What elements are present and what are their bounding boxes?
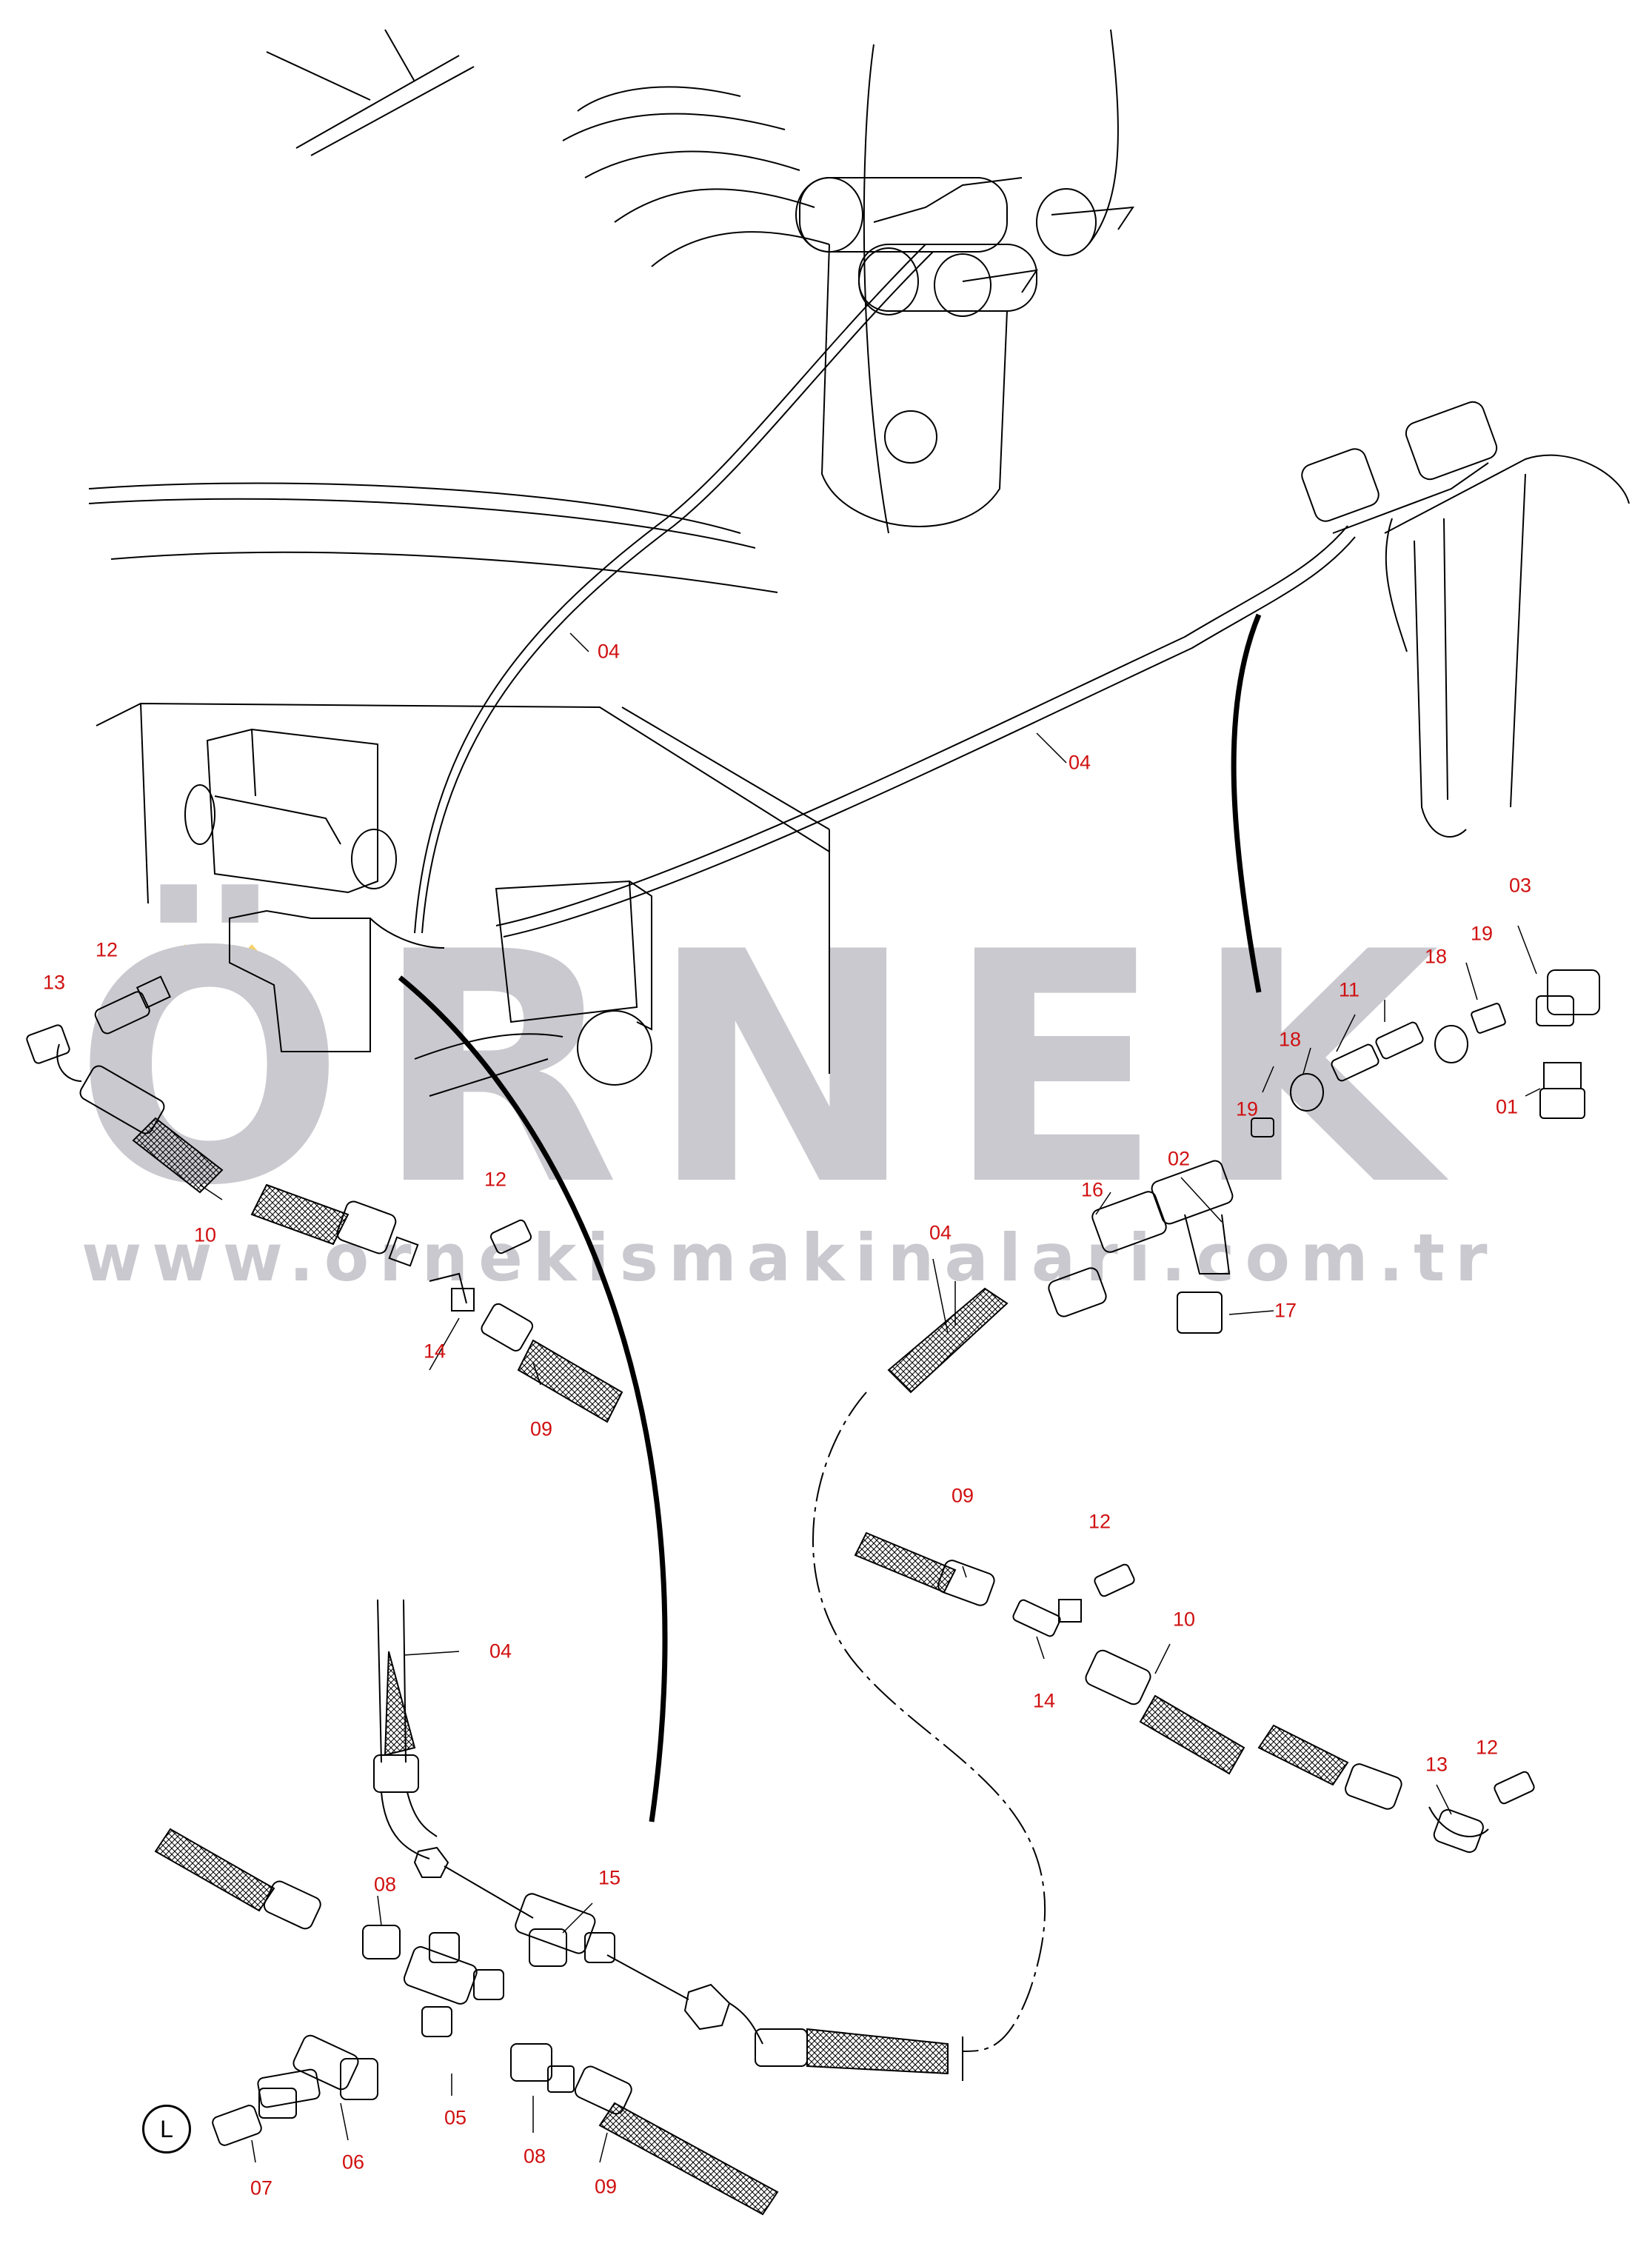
callout-03: 03 (1508, 874, 1532, 897)
watermark-accent-left (155, 944, 215, 978)
background-curves (88, 482, 830, 1074)
callout-13-right: 13 (1425, 1753, 1448, 1776)
callout-12-far-right: 12 (1475, 1736, 1499, 1759)
callout-09-left: 09 (529, 1417, 553, 1440)
callout-08-upper: 08 (373, 1873, 397, 1896)
valve-block (184, 728, 652, 1097)
callout-18-upper: 18 (1424, 945, 1448, 968)
callout-12-left: 12 (95, 938, 118, 961)
callout-16: 16 (1080, 1178, 1104, 1201)
callout-14-left: 14 (423, 1340, 447, 1363)
watermark-accent-right (222, 944, 281, 978)
right-fitting-group (887, 969, 1600, 1394)
upper-right-cylinder (1301, 401, 1630, 838)
callout-08-lower: 08 (523, 2145, 546, 2168)
callout-04-middle: 04 (929, 1221, 952, 1244)
bottom-fitting-group (154, 1599, 963, 2216)
callout-17: 17 (1274, 1299, 1297, 1322)
view-label-circle: L (142, 2105, 191, 2154)
callout-12-center: 12 (484, 1168, 507, 1191)
callout-12-right: 12 (1088, 1510, 1111, 1533)
callout-04-right: 04 (1068, 751, 1091, 774)
watermark-title: ÖRNEK (74, 885, 1469, 1255)
callout-11: 11 (1338, 978, 1360, 1001)
callout-13-left: 13 (42, 971, 66, 994)
callout-19-lower: 19 (1235, 1097, 1259, 1120)
callout-15: 15 (598, 1866, 621, 1889)
callout-05: 05 (444, 2106, 467, 2129)
callout-18-lower: 18 (1278, 1028, 1302, 1051)
callout-01: 01 (1495, 1095, 1519, 1118)
callout-04-upper: 04 (597, 640, 621, 663)
callout-leaders (199, 632, 1541, 2163)
callout-07: 07 (250, 2176, 273, 2199)
callout-19-upper: 19 (1470, 922, 1494, 945)
callout-10-right: 10 (1172, 1608, 1196, 1631)
callout-04-lower: 04 (489, 1640, 512, 1663)
hose-04-routing (398, 244, 1356, 2052)
callout-14-right: 14 (1032, 1689, 1056, 1712)
callout-09-right: 09 (951, 1484, 974, 1507)
right-middle-fitting-group (854, 1531, 1535, 1854)
upper-boom-assembly (266, 29, 1134, 534)
callout-06: 06 (341, 2151, 365, 2174)
callout-09-bottom: 09 (594, 2175, 618, 2198)
left-fitting-group (26, 975, 623, 1423)
callout-02: 02 (1167, 1147, 1191, 1170)
callout-10-left: 10 (193, 1223, 217, 1246)
